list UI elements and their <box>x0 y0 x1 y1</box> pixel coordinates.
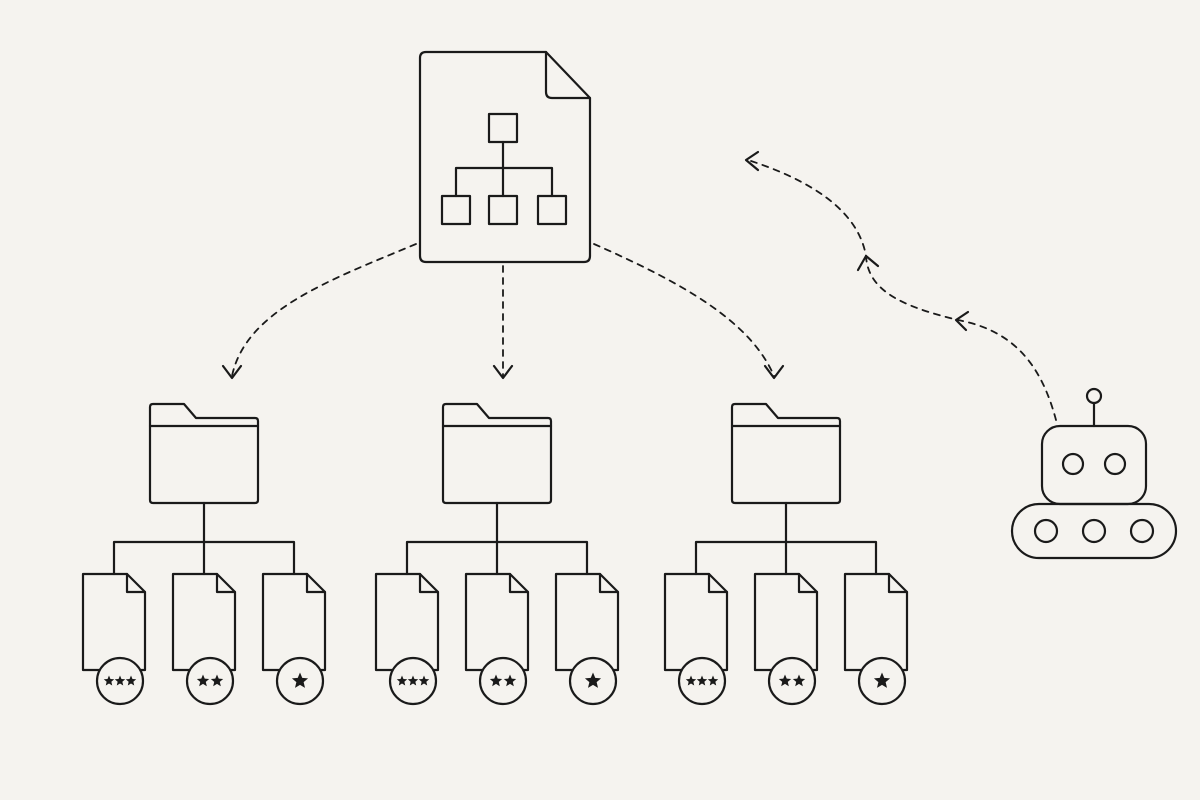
star-icon <box>685 675 697 686</box>
rating-badge <box>677 656 727 706</box>
star-icon <box>707 675 719 686</box>
page-outline <box>464 572 530 672</box>
page-outline <box>261 572 327 672</box>
crawler-path <box>744 150 1057 421</box>
folder-group <box>374 402 620 706</box>
page-outline <box>81 572 147 672</box>
rating-badge <box>275 656 325 706</box>
page-fold <box>887 572 909 594</box>
dashed-link-left <box>231 243 417 377</box>
star-icon <box>125 675 137 686</box>
star-icon <box>503 674 517 687</box>
folder-group <box>81 402 327 706</box>
page-icon <box>753 572 819 672</box>
star-icon <box>696 675 708 686</box>
rating-badge <box>388 656 438 706</box>
page-outline <box>171 572 237 672</box>
crawler-dashed-path <box>747 159 1057 421</box>
arrowhead-down-icon <box>492 364 514 380</box>
page-outline <box>753 572 819 672</box>
tree-connectors <box>405 501 589 576</box>
page-outline <box>554 572 620 672</box>
page-icon <box>554 572 620 672</box>
arrowhead-left-icon <box>954 310 970 332</box>
star-icon <box>103 675 115 686</box>
folder-icon <box>148 402 260 505</box>
page-icon <box>843 572 909 672</box>
arrowhead-left-icon <box>744 150 760 172</box>
page-icon <box>464 572 530 672</box>
page-fold <box>418 572 440 594</box>
rating-badge-circle <box>478 656 528 706</box>
star-icon <box>418 675 430 686</box>
star-icon <box>778 674 792 687</box>
rating-badge <box>95 656 145 706</box>
folder-outline <box>730 402 842 505</box>
page-fold <box>508 572 530 594</box>
page-icon <box>663 572 729 672</box>
star-icon <box>210 674 224 687</box>
page-icon <box>171 572 237 672</box>
folder-outline <box>441 402 553 505</box>
arrowhead-up-icon <box>856 254 880 272</box>
page-fold <box>305 572 327 594</box>
robot-crawler-icon <box>1010 387 1178 560</box>
page-icon <box>374 572 440 672</box>
page-fold <box>215 572 237 594</box>
page-outline <box>374 572 440 672</box>
rating-badge-circle <box>185 656 235 706</box>
star-icon <box>584 672 602 688</box>
robot-wheel <box>1033 518 1059 544</box>
sitemap-document-icon <box>418 50 592 264</box>
page-fold <box>125 572 147 594</box>
page-outline <box>843 572 909 672</box>
rating-badge <box>767 656 817 706</box>
star-icon <box>407 675 419 686</box>
star-icon <box>396 675 408 686</box>
star-icon <box>291 672 309 688</box>
tree-connectors <box>112 501 296 576</box>
rating-badge <box>185 656 235 706</box>
hierarchy-connectors <box>454 140 554 198</box>
rating-badge <box>857 656 907 706</box>
page-fold <box>598 572 620 594</box>
document-fold <box>544 50 592 100</box>
folder-outline <box>148 402 260 505</box>
folder-icon <box>441 402 553 505</box>
folder-group <box>663 402 909 706</box>
page-fold <box>797 572 819 594</box>
star-icon <box>792 674 806 687</box>
star-icon <box>114 675 126 686</box>
document-outline <box>418 50 592 264</box>
folder-groups <box>81 402 909 706</box>
hierarchy-child-box <box>536 194 568 226</box>
sitemap-to-folder-links <box>221 243 785 380</box>
rating-badge-circle <box>767 656 817 706</box>
hierarchy-child-box <box>440 194 472 226</box>
robot-tread <box>1010 502 1178 560</box>
folder-icon <box>730 402 842 505</box>
arrowhead-down-icon <box>763 364 785 380</box>
robot-eye <box>1061 452 1085 476</box>
rating-badge <box>478 656 528 706</box>
robot-wheel <box>1129 518 1155 544</box>
rating-badge <box>568 656 618 706</box>
page-fold <box>707 572 729 594</box>
arrowhead-down-icon <box>221 364 243 380</box>
page-icon <box>261 572 327 672</box>
star-icon <box>489 674 503 687</box>
robot-eye <box>1103 452 1127 476</box>
robot-wheel <box>1081 518 1107 544</box>
hierarchy-icon <box>440 112 568 226</box>
star-icon <box>873 672 891 688</box>
tree-connectors <box>694 501 878 576</box>
page-icon <box>81 572 147 672</box>
page-outline <box>663 572 729 672</box>
dashed-link-right <box>593 243 775 377</box>
hierarchy-child-box <box>487 194 519 226</box>
star-icon <box>196 674 210 687</box>
